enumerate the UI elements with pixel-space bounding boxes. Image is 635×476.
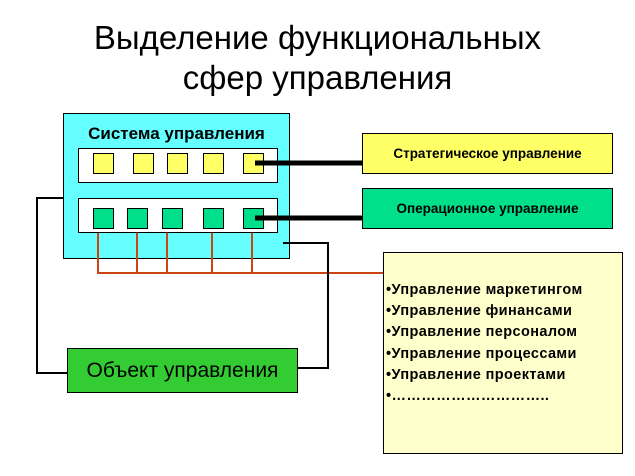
operational-unit-3 xyxy=(162,208,183,229)
list-item: •Управление процессами xyxy=(386,345,577,362)
functional-areas-box xyxy=(383,252,623,454)
operational-unit-4 xyxy=(203,208,224,229)
operational-unit-1 xyxy=(93,208,114,229)
control-object-box: Объект управления xyxy=(67,348,298,393)
strategic-unit-4 xyxy=(203,153,224,174)
strategic-unit-2 xyxy=(133,153,154,174)
strategic-management-box: Стратегическое управление xyxy=(362,133,613,174)
functional-bus xyxy=(97,233,386,274)
list-item: •………………………….. xyxy=(386,388,550,405)
operational-unit-2 xyxy=(127,208,148,229)
list-item: •Управление проектами xyxy=(386,366,566,383)
title-line-1: Выделение функциональных xyxy=(93,19,542,56)
list-item: •Управление маркетингом xyxy=(386,282,583,298)
operational-management-box: Операционное управление xyxy=(362,188,613,229)
list-item: •Управление финансами xyxy=(386,303,573,320)
strategic-unit-3 xyxy=(167,153,188,174)
operational-management-label: Операционное управление xyxy=(396,201,579,216)
feedback-right-connector xyxy=(283,242,329,369)
list-item: •Управление персоналом xyxy=(386,324,578,341)
control-object-label: Объект управления xyxy=(86,358,279,382)
control-system-label: Система управления xyxy=(88,124,265,143)
slide-title: Выделение функциональных сфер управления xyxy=(0,18,635,98)
title-line-2: сфер управления xyxy=(182,59,453,96)
strategic-management-label: Стратегическое управление xyxy=(393,146,582,161)
strategic-unit-1 xyxy=(93,153,114,174)
feedback-left-connector xyxy=(36,197,67,374)
functional-areas-list: •Управление маркетингом •Управление фина… xyxy=(386,280,583,407)
